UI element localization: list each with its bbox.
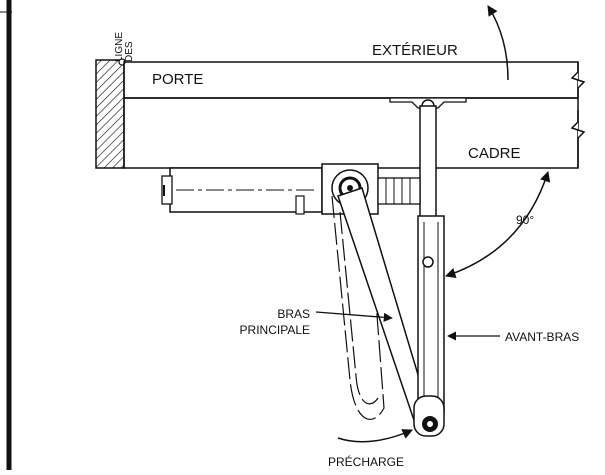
main-arm-phantom — [331, 195, 385, 420]
exterior-label: EXTÉRIEUR — [372, 42, 458, 59]
forearm — [417, 215, 445, 413]
closer-pinion-dot — [347, 185, 353, 191]
main-arm-label-1: BRAS — [277, 307, 310, 321]
forearm-label: AVANT-BRAS — [505, 330, 579, 344]
preload-label: PRÉCHARGE — [328, 454, 404, 469]
frame-break-line — [570, 110, 586, 168]
angle-arc-arrow — [445, 171, 551, 278]
hinge-line-label: LIGNE DES — [114, 32, 135, 62]
hinge-jamb-hatch — [95, 59, 125, 169]
hinge-line-label-1: LIGNE — [114, 32, 125, 62]
exterior-swing-arrow — [487, 5, 509, 81]
main-arm-label-2: PRINCIPALE — [240, 323, 310, 337]
closer-bracket — [377, 177, 421, 205]
main-arm-leader — [315, 311, 393, 322]
closer-end-cap — [161, 175, 173, 205]
frame-label: CADRE — [468, 145, 521, 162]
door-break-line — [570, 62, 586, 98]
forearm-adjust-icon — [422, 256, 434, 268]
angle-label: 90° — [516, 213, 534, 227]
forearm-elbow-pin — [427, 421, 433, 427]
closer-valve — [295, 195, 305, 215]
hinge-line-label-2: DES — [124, 41, 135, 62]
main-arm-phantom-2 — [339, 211, 379, 405]
preload-arc-arrow — [337, 429, 413, 443]
door-label: PORTE — [152, 71, 203, 88]
